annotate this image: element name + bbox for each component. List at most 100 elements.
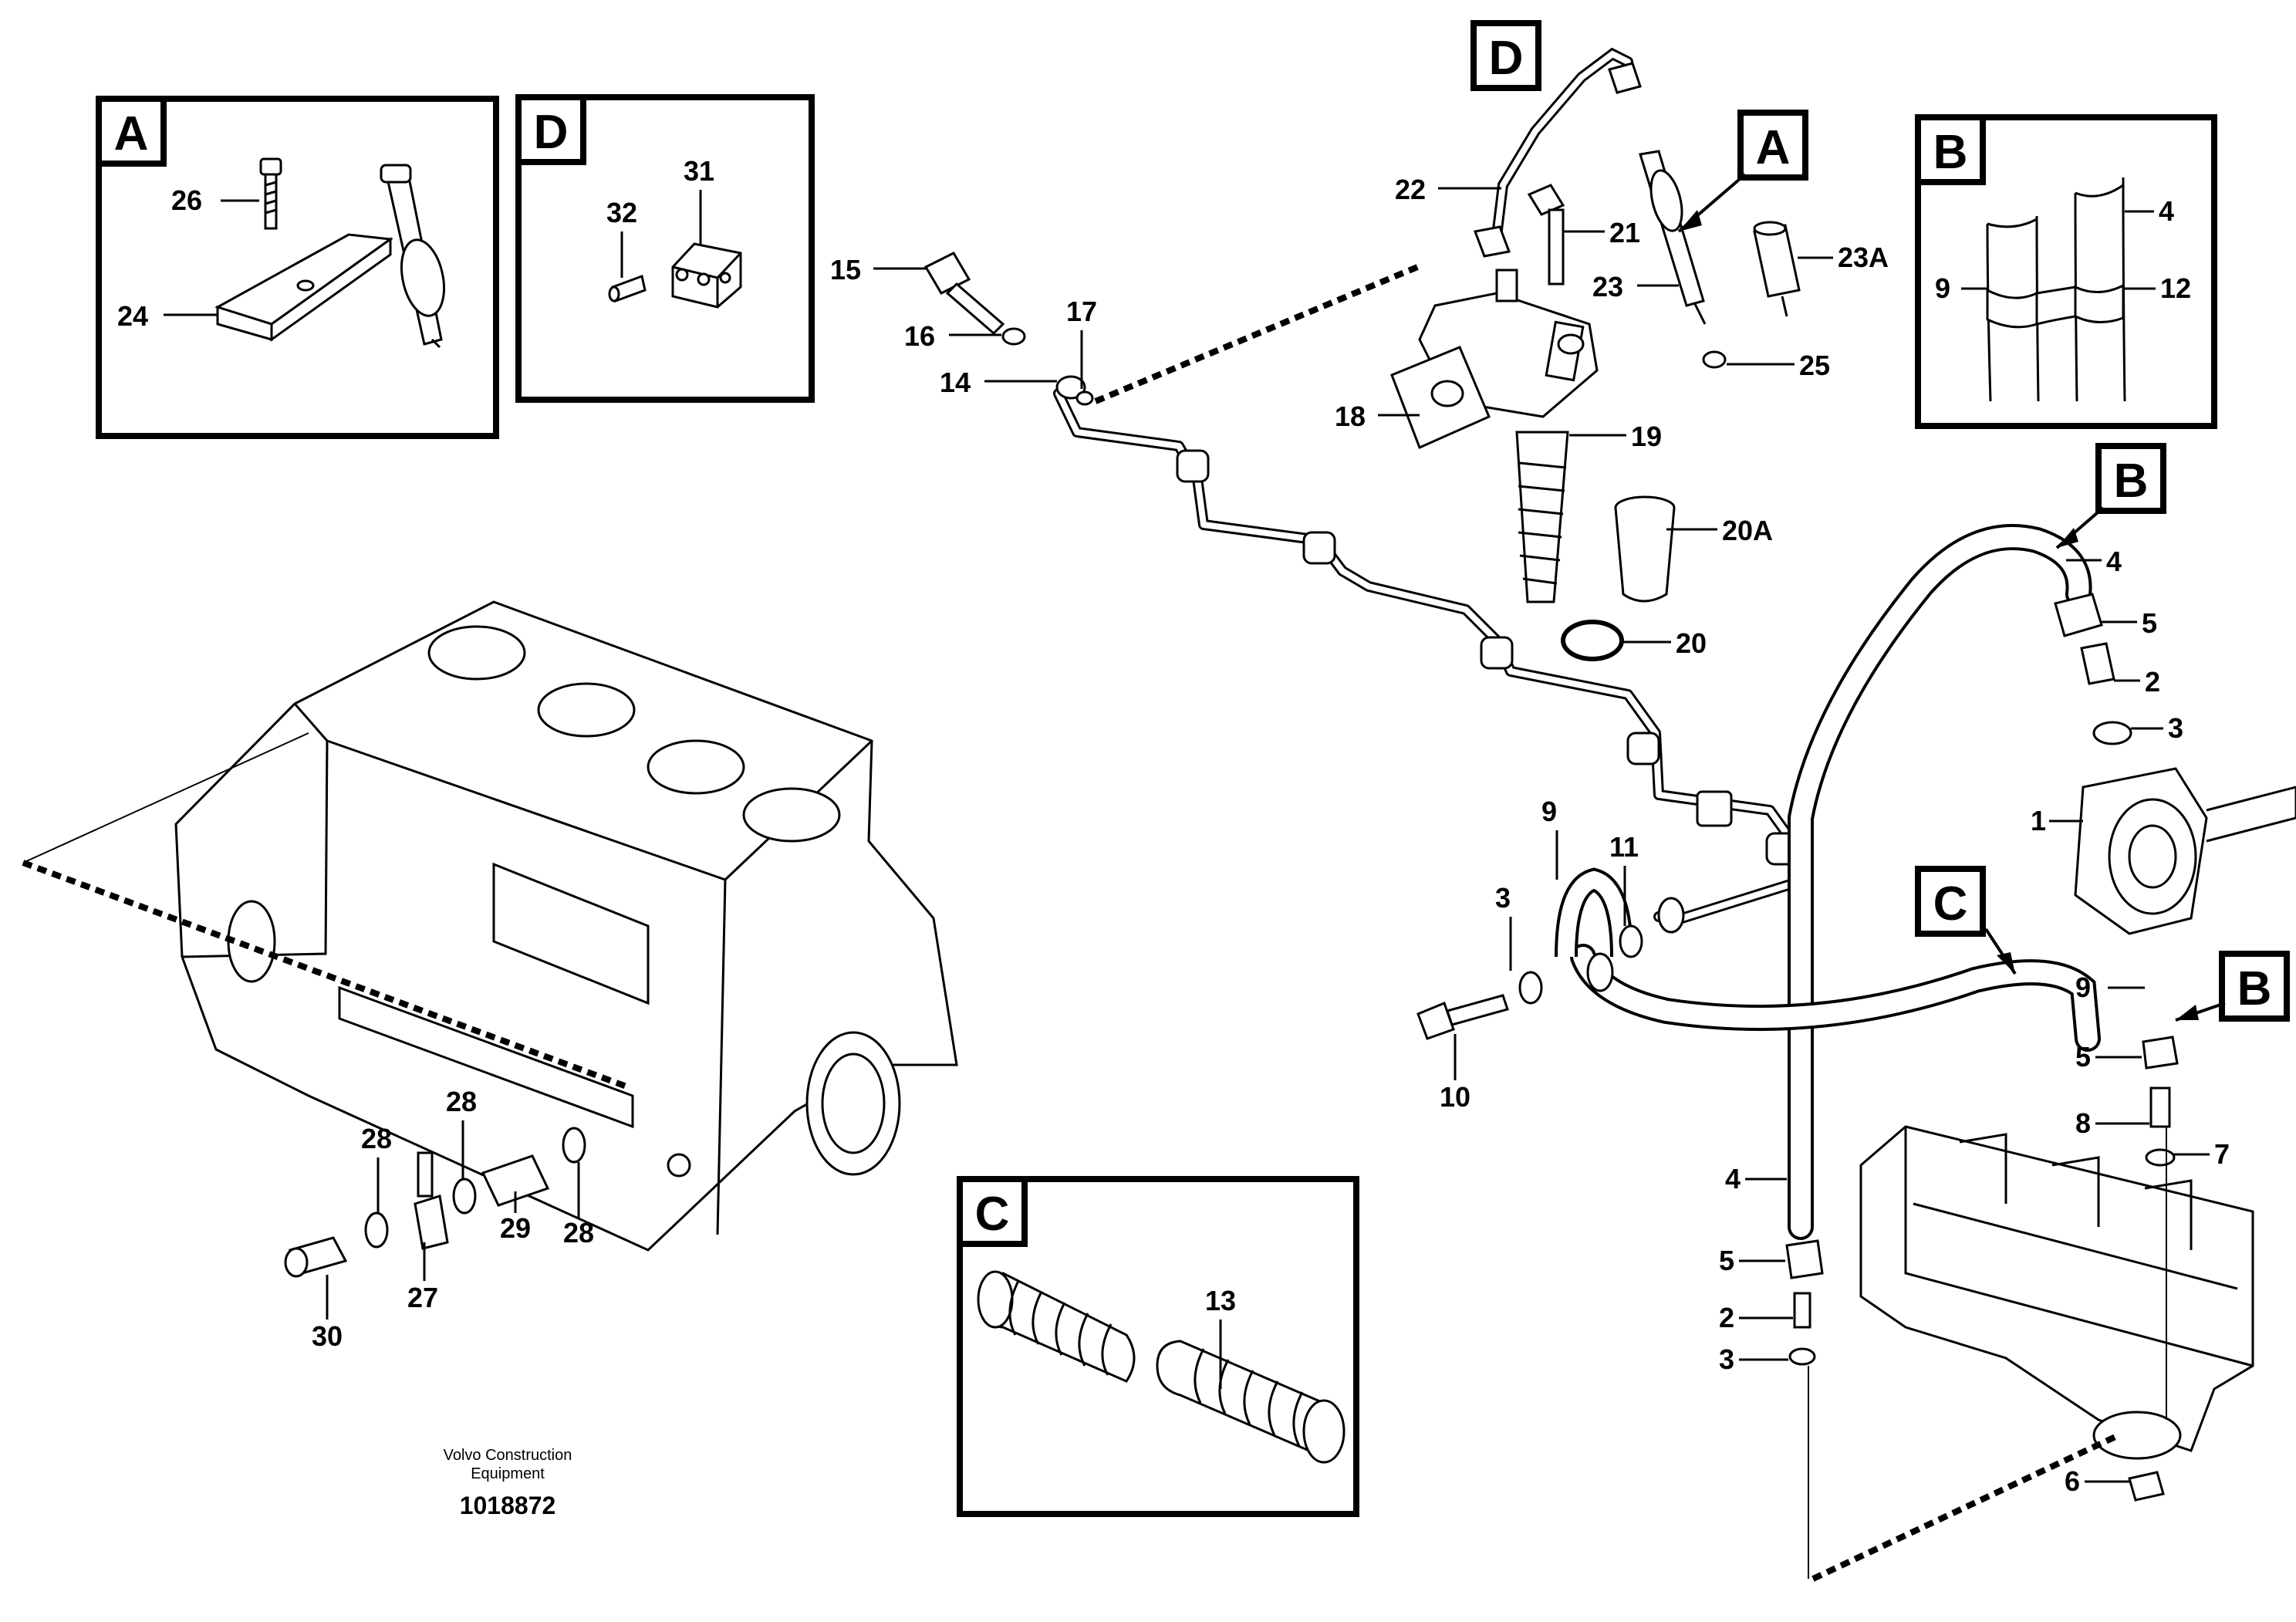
part-label-18: 18 bbox=[1335, 400, 1366, 432]
part-label-32: 32 bbox=[606, 197, 637, 228]
filter-housing-part-1 bbox=[2074, 767, 2296, 935]
bellows-part-13-left bbox=[977, 1270, 1136, 1383]
part-label-b-12: 12 bbox=[2160, 272, 2191, 304]
part-label-16: 16 bbox=[904, 320, 935, 352]
part-label-14: 14 bbox=[940, 367, 971, 398]
part-label-9-right: 9 bbox=[2075, 972, 2091, 1003]
part-label-b-9: 9 bbox=[1935, 272, 1950, 304]
svg-text:B: B bbox=[2114, 454, 2149, 508]
injector-part-detail-a bbox=[380, 164, 445, 349]
detail-box-d: D 32 31 bbox=[515, 94, 815, 403]
part-label-4-lower: 4 bbox=[1725, 1163, 1741, 1195]
bolt-part-26 bbox=[259, 157, 282, 230]
drawing-footer: Volvo Construction Equipment 1018872 bbox=[444, 1447, 572, 1519]
detail-box-c-letter: C bbox=[975, 1188, 1010, 1241]
part-label-5-bottom: 5 bbox=[1719, 1245, 1734, 1276]
fuel-manifold bbox=[1859, 1125, 2254, 1502]
part-label-5-lower: 5 bbox=[2075, 1041, 2091, 1073]
washer-part-28-c bbox=[562, 1127, 586, 1164]
detail-box-b: B 9 4 12 bbox=[1915, 114, 2217, 429]
part-label-13: 13 bbox=[1205, 1285, 1236, 1316]
svg-text:B: B bbox=[2237, 962, 2272, 1015]
return-hose-part-9 bbox=[1570, 944, 2101, 1052]
sleeve-part-20a bbox=[1614, 495, 1676, 603]
drawing-number: 1018872 bbox=[460, 1492, 556, 1519]
detail-box-c: C 13 bbox=[957, 1176, 1359, 1517]
dashed-leader-pump bbox=[1094, 262, 1423, 404]
part-label-25: 25 bbox=[1799, 350, 1830, 381]
part-label-1: 1 bbox=[2031, 805, 2046, 836]
part-label-20: 20 bbox=[1676, 627, 1707, 659]
part-label-19: 19 bbox=[1631, 421, 1662, 452]
part-label-28-c: 28 bbox=[563, 1217, 594, 1249]
part-label-28-a: 28 bbox=[361, 1123, 392, 1154]
adapter-part-29 bbox=[481, 1154, 550, 1207]
part-label-20a: 20A bbox=[1722, 515, 1773, 546]
part-label-24: 24 bbox=[117, 300, 148, 332]
injector-part-23 bbox=[1639, 150, 1707, 325]
part-label-4-upper: 4 bbox=[2106, 546, 2122, 577]
washer-part-3-mid bbox=[1518, 971, 1543, 1005]
callout-flag-c-mid: C bbox=[1915, 866, 2017, 975]
fittings-upper-right bbox=[2054, 593, 2132, 745]
washer-part-28-a bbox=[364, 1211, 389, 1249]
part-label-21: 21 bbox=[1609, 217, 1640, 248]
detail-box-a-letter: A bbox=[114, 107, 149, 161]
part-label-29: 29 bbox=[500, 1212, 531, 1244]
detail-box-d-letter: D bbox=[534, 106, 569, 159]
part-label-7: 7 bbox=[2214, 1138, 2230, 1170]
part-label-9-left: 9 bbox=[1541, 796, 1557, 827]
part-label-3-upper: 3 bbox=[2168, 712, 2183, 744]
part-label-23a: 23A bbox=[1838, 242, 1889, 273]
o-ring-part-20 bbox=[1561, 620, 1624, 661]
hose-clamp-part-12 bbox=[1986, 177, 2126, 402]
drain-fitting-assembly bbox=[284, 1127, 586, 1278]
washer-part-28-b bbox=[452, 1178, 477, 1215]
part-label-30: 30 bbox=[312, 1320, 343, 1352]
banjo-fitting-part-9 bbox=[1555, 867, 1643, 992]
o-ring-part-25 bbox=[1702, 350, 1727, 369]
bolt-part-21 bbox=[1527, 184, 1565, 286]
engine-block bbox=[174, 600, 958, 1252]
part-label-11: 11 bbox=[1609, 831, 1639, 863]
svg-text:C: C bbox=[1933, 877, 1968, 931]
injection-pump-part-18 bbox=[1390, 269, 1599, 450]
callout-flag-a-top: A bbox=[1677, 110, 1808, 233]
part-label-8: 8 bbox=[2075, 1107, 2091, 1139]
part-label-b-4: 4 bbox=[2159, 195, 2174, 227]
return-hose-part-4 bbox=[1788, 524, 2092, 1240]
banjo-bolt-part-15 bbox=[923, 252, 1026, 346]
part-label-26: 26 bbox=[171, 184, 202, 216]
part-label-23: 23 bbox=[1592, 271, 1623, 302]
company-name-line2: Equipment bbox=[471, 1465, 545, 1482]
pipe-nuts bbox=[1473, 62, 1642, 258]
svg-text:D: D bbox=[1489, 32, 1524, 85]
detail-box-a: A 26 24 bbox=[96, 96, 499, 439]
nut-part-6 bbox=[2128, 1471, 2165, 1502]
dashed-leader-manifold bbox=[1811, 1432, 2120, 1582]
bolt-part-10 bbox=[1416, 971, 1543, 1040]
clamp-part-24 bbox=[214, 233, 394, 342]
part-label-3-mid: 3 bbox=[1495, 882, 1511, 914]
part-label-22: 22 bbox=[1395, 174, 1426, 205]
callout-flag-d-top: D bbox=[1470, 20, 1541, 91]
callout-flag-b-upper: B bbox=[2055, 443, 2166, 549]
bellows-part-13-right bbox=[1156, 1340, 1346, 1464]
fittings-lower-right bbox=[2142, 1036, 2179, 1167]
part-label-27: 27 bbox=[407, 1282, 438, 1313]
part-label-17: 17 bbox=[1066, 296, 1097, 327]
part-label-28-b: 28 bbox=[446, 1086, 477, 1117]
part-label-2-upper: 2 bbox=[2145, 666, 2160, 698]
svg-text:A: A bbox=[1756, 121, 1791, 174]
detail-box-b-letter: B bbox=[1933, 126, 1968, 179]
part-label-6: 6 bbox=[2065, 1465, 2080, 1497]
sleeve-part-23a bbox=[1753, 221, 1801, 317]
callout-flag-b-lower: B bbox=[2175, 951, 2290, 1022]
part-label-10: 10 bbox=[1440, 1081, 1470, 1113]
banjo-part-27 bbox=[414, 1195, 449, 1250]
fittings-lower-hose4 bbox=[1785, 1239, 1824, 1366]
part-label-31: 31 bbox=[684, 155, 714, 187]
plate-part-31 bbox=[671, 242, 742, 309]
plunger-spring-part-19 bbox=[1515, 431, 1569, 603]
